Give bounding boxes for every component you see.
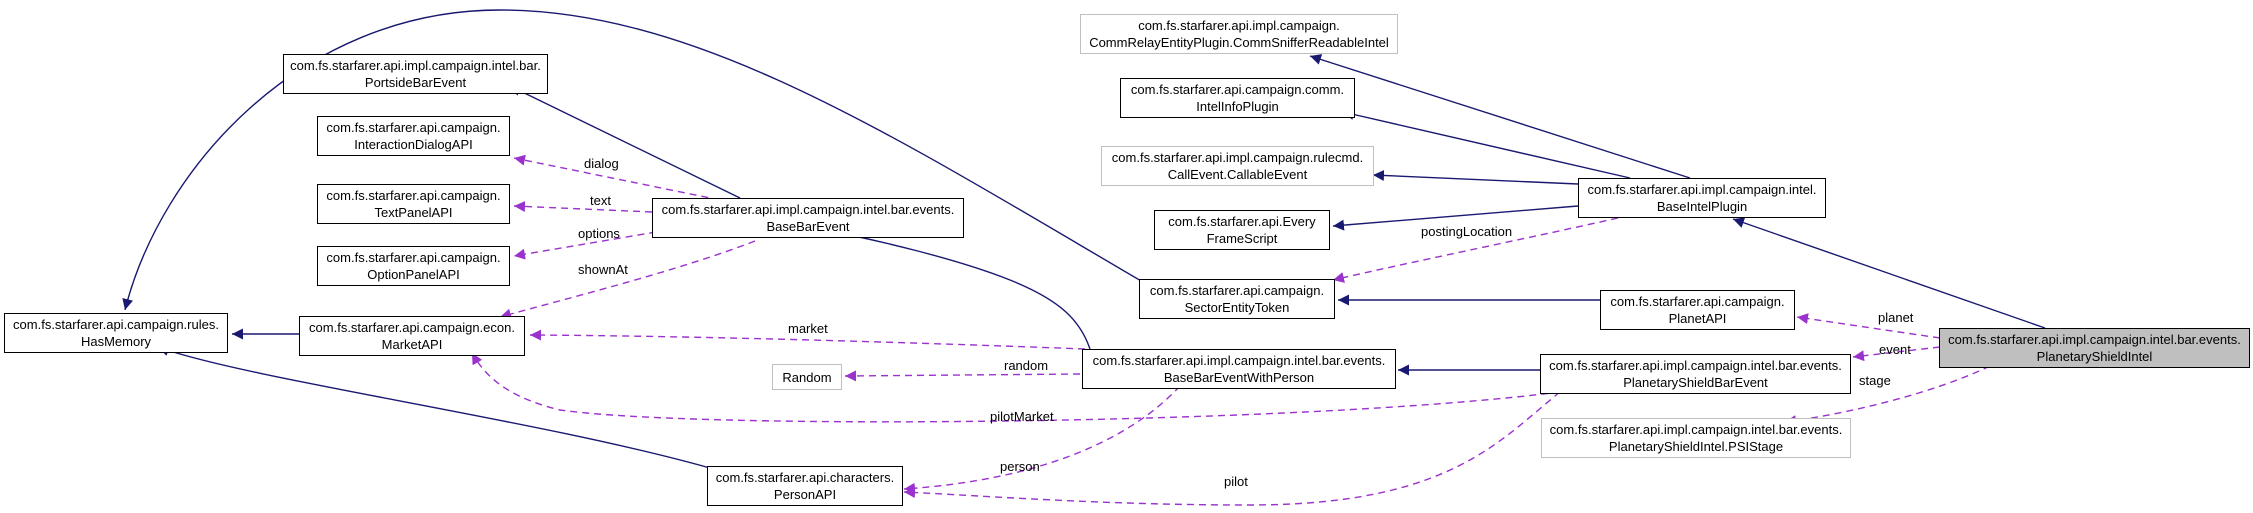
node-planetapi[interactable]: com.fs.starfarer.api.campaign. PlanetAPI [1600, 290, 1795, 330]
edge-label-person: person [1000, 459, 1040, 474]
edge-basebareventwithperson-basebarevent [799, 221, 1091, 350]
node-optionpanelapi[interactable]: com.fs.starfarer.api.campaign. OptionPan… [317, 246, 510, 286]
edge-label-options: options [578, 226, 620, 241]
edge-sectorentitytoken-hasmemory [122, 9, 1149, 311]
node-psistage[interactable]: com.fs.starfarer.api.impl.campaign.intel… [1541, 418, 1851, 458]
node-personapi[interactable]: com.fs.starfarer.api.characters. PersonA… [707, 466, 903, 506]
node-portsidebarevent[interactable]: com.fs.starfarer.api.impl.campaign.intel… [283, 54, 548, 94]
edge-shieldintel-baseintelplugin [1732, 217, 2046, 329]
edge-market [529, 329, 1086, 350]
edge-postinglocation [1332, 217, 1619, 283]
edge-pilot [903, 391, 1561, 506]
edge-label-pilot: pilot [1224, 474, 1248, 489]
edge-shownat [499, 240, 756, 320]
edge-basebarevent-portsidebarevent [509, 85, 741, 199]
edge-label-dialog: dialog [584, 156, 619, 171]
edge-label-shownat: shownAt [578, 262, 628, 277]
edge-random [844, 370, 1081, 382]
node-everyframescript[interactable]: com.fs.starfarer.api.Every FrameScript [1154, 210, 1330, 250]
node-intelinfoplugin[interactable]: com.fs.starfarer.api.campaign.comm. Inte… [1120, 78, 1355, 118]
edge-personapi-hasmemory [157, 345, 711, 469]
edge-pilotmarket [471, 352, 1561, 423]
edge-baseintelplugin-callableevent [1372, 169, 1579, 185]
edge-planet [1796, 313, 1941, 339]
node-random[interactable]: Random [772, 364, 842, 390]
edge-label-pilotmarket: pilotMarket [990, 409, 1054, 424]
node-planetaryshieldintel[interactable]: com.fs.starfarer.api.impl.campaign.intel… [1939, 328, 2250, 368]
node-interactiondialogapi[interactable]: com.fs.starfarer.api.campaign. Interacti… [317, 116, 510, 156]
node-marketapi[interactable]: com.fs.starfarer.api.campaign.econ. Mark… [299, 316, 525, 356]
edge-label-market: market [788, 321, 828, 336]
edge-label-text: text [590, 193, 611, 208]
edge-stage [1784, 365, 1991, 427]
node-sectorentitytoken[interactable]: com.fs.starfarer.api.campaign. SectorEnt… [1139, 279, 1335, 319]
node-basebarevent[interactable]: com.fs.starfarer.api.impl.campaign.intel… [652, 198, 964, 238]
node-textpanelapi[interactable]: com.fs.starfarer.api.campaign. TextPanel… [317, 184, 510, 224]
edge-label-random: random [1004, 358, 1049, 373]
edge-text [513, 200, 653, 213]
edge-event [1852, 346, 1941, 362]
node-commsniffer[interactable]: com.fs.starfarer.api.impl.campaign. Comm… [1080, 14, 1398, 54]
node-hasmemory[interactable]: com.fs.starfarer.api.campaign.rules. Has… [4, 313, 228, 353]
edge-label-stage: stage [1859, 373, 1891, 388]
edge-baseintelplugin-intelinfoplugin [1342, 109, 1631, 179]
node-basebareventwithperson[interactable]: com.fs.starfarer.api.impl.campaign.intel… [1082, 349, 1396, 389]
edge-person [903, 385, 1181, 494]
edge-label-planet: planet [1878, 310, 1914, 325]
edge-label-event: event [1879, 342, 1911, 357]
edge-label-postinglocation: postingLocation [1421, 224, 1513, 239]
node-planetaryshieldbarevent[interactable]: com.fs.starfarer.api.impl.campaign.intel… [1540, 354, 1851, 394]
node-callableevent[interactable]: com.fs.starfarer.api.impl.campaign.rulec… [1101, 146, 1374, 186]
edge-baseintelplugin-everyframescript [1332, 205, 1579, 231]
node-baseintelplugin[interactable]: com.fs.starfarer.api.impl.campaign.intel… [1578, 178, 1826, 218]
edge-baseintelplugin-commsniffer [1309, 54, 1691, 179]
edge-options [513, 229, 669, 260]
